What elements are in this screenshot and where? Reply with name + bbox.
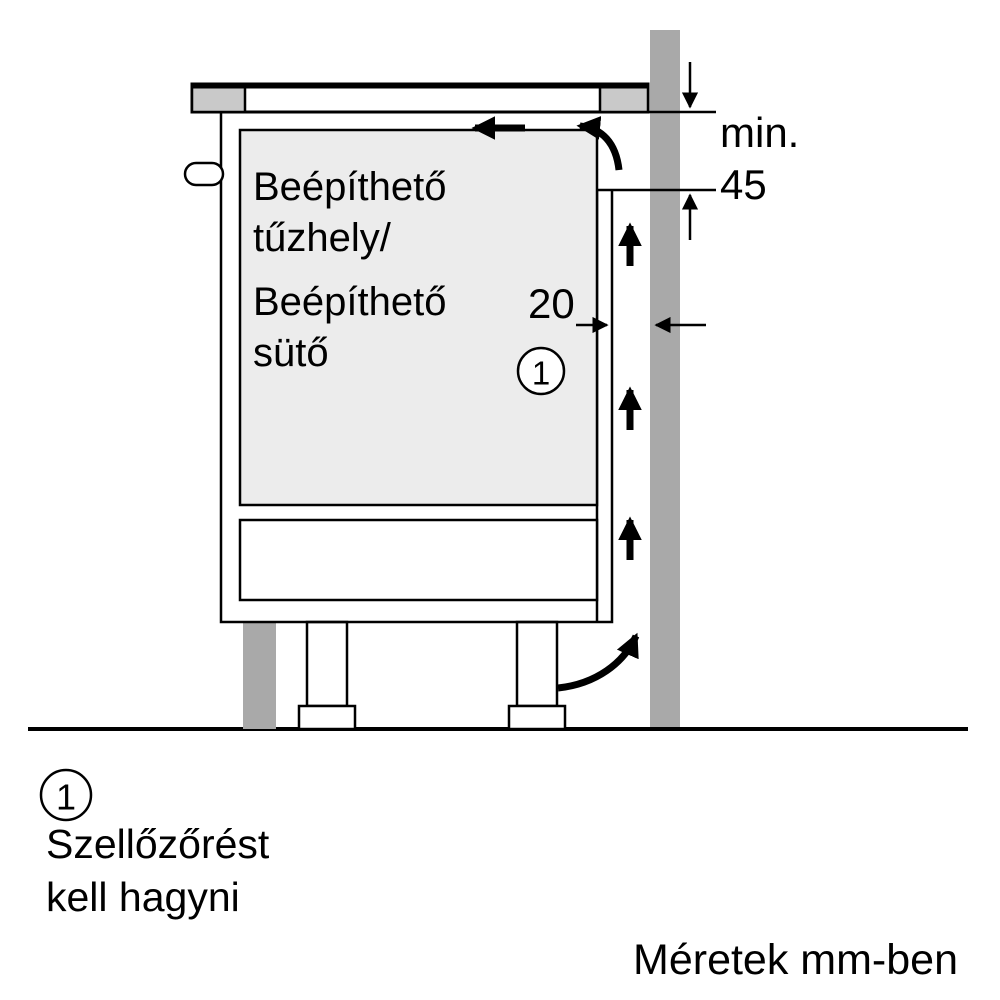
callout-1-circle [516, 346, 566, 396]
legend-note-line1: Szellőzőrést [46, 821, 270, 867]
worktop-right-edge [598, 82, 650, 114]
leg-shaft [305, 620, 349, 708]
cabinet-outline [219, 112, 614, 624]
leg-foot [297, 704, 357, 731]
wall [650, 30, 680, 729]
min-label: min. [720, 109, 799, 156]
appliance-labels: Beépíthető tűzhely/ Beépíthető sütő [253, 165, 447, 375]
appliance-label-line1: Beépíthető [253, 165, 447, 209]
callout-1-number: 1 [532, 355, 550, 392]
airflow-arrow-curved-top [576, 115, 623, 171]
legend: 1 Szellőzőrést kell hagyni [39, 768, 270, 920]
airflow-arrows [471, 115, 642, 692]
leg-foot [507, 704, 567, 731]
cabinet-leg-right [507, 620, 567, 731]
appliance-label-line4: sütő [253, 331, 329, 375]
cabinet-leg-left [297, 620, 357, 731]
legend-callout-circle [39, 768, 93, 822]
oven-cavity [238, 128, 599, 507]
hob [190, 82, 650, 114]
leg-shaft [515, 620, 559, 708]
drawer-front [238, 518, 599, 602]
legend-note-line2: kell hagyni [46, 874, 240, 920]
legend-callout-number: 1 [56, 777, 76, 818]
cabinet-side-plinth [243, 622, 276, 729]
appliance-label-line3: Beépíthető [253, 280, 447, 324]
worktop-left-edge [190, 82, 247, 114]
gap-dimension-value: 20 [528, 280, 575, 327]
callout-1: 1 [516, 346, 566, 396]
oven-handle [183, 161, 225, 187]
min-clearance-value: 45 [720, 161, 767, 208]
airflow-arrow-curved-bottom [557, 632, 640, 692]
appliance-label-line2: tűzhely/ [253, 216, 392, 260]
dimension-min-45 [597, 62, 716, 240]
units-note: Méretek mm-ben [633, 936, 958, 984]
